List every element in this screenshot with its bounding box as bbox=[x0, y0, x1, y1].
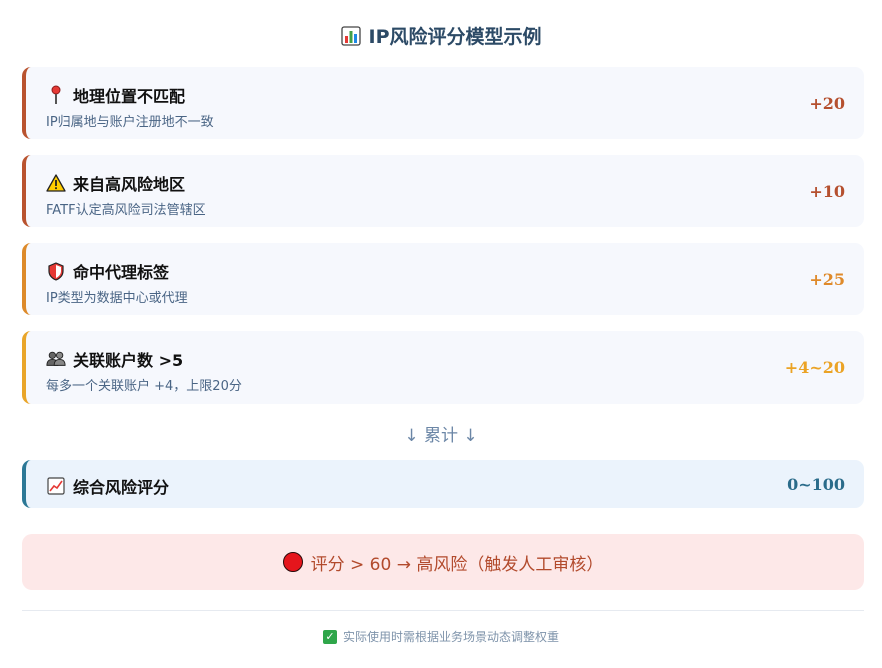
factor-card-high-risk-region: 来自高风险地区 FATF认定高风险司法管辖区 +10 bbox=[22, 155, 864, 227]
red-circle-icon bbox=[282, 552, 303, 572]
factor-desc: IP类型为数据中心或代理 bbox=[46, 291, 188, 306]
shield-icon bbox=[46, 261, 66, 281]
factor-score: +4~20 bbox=[784, 358, 845, 377]
page-title-text: IP风险评分模型示例 bbox=[368, 26, 542, 48]
divider bbox=[22, 610, 864, 611]
total-label: 综合风险评分 bbox=[73, 478, 170, 497]
factor-label: 关联账户数 >5 bbox=[73, 351, 184, 370]
users-icon bbox=[46, 349, 66, 369]
warning-icon bbox=[46, 173, 66, 193]
factor-score: +20 bbox=[809, 93, 845, 113]
factor-desc: IP归属地与账户注册地不一致 bbox=[46, 115, 214, 130]
checkmark-icon: ✓ bbox=[322, 629, 337, 644]
total-score-card: 综合风险评分 0~100 bbox=[22, 460, 864, 508]
total-score: 0~100 bbox=[787, 474, 845, 494]
factor-score: +10 bbox=[809, 181, 845, 201]
alert-text: 评分 > 60 → 高风险（触发人工审核） bbox=[310, 554, 604, 575]
factor-label: 来自高风险地区 bbox=[73, 175, 186, 194]
factor-label: 地理位置不匹配 bbox=[73, 87, 186, 106]
factor-desc: 每多一个关联账户 +4，上限20分 bbox=[46, 379, 242, 394]
factor-score: +25 bbox=[809, 269, 845, 289]
factor-card-proxy-tag: 命中代理标签 IP类型为数据中心或代理 +25 bbox=[22, 243, 864, 315]
page-title: IP风险评分模型示例 bbox=[0, 22, 882, 49]
pin-icon bbox=[46, 85, 66, 105]
factor-label: 命中代理标签 bbox=[73, 263, 170, 282]
footer-note: ✓ 实际使用时需根据业务场景动态调整权重 bbox=[0, 628, 882, 645]
factor-desc: FATF认定高风险司法管辖区 bbox=[46, 203, 206, 218]
footer-text: 实际使用时需根据业务场景动态调整权重 bbox=[342, 630, 559, 644]
high-risk-alert: 评分 > 60 → 高风险（触发人工审核） bbox=[22, 534, 864, 590]
factor-card-geo-mismatch: 地理位置不匹配 IP归属地与账户注册地不一致 +20 bbox=[22, 67, 864, 139]
bar-chart-icon bbox=[340, 25, 361, 46]
trend-chart-icon bbox=[46, 476, 66, 496]
factor-card-linked-accounts: 关联账户数 >5 每多一个关联账户 +4，上限20分 +4~20 bbox=[22, 331, 864, 404]
sum-indicator: ↓ 累计 ↓ bbox=[404, 426, 478, 446]
